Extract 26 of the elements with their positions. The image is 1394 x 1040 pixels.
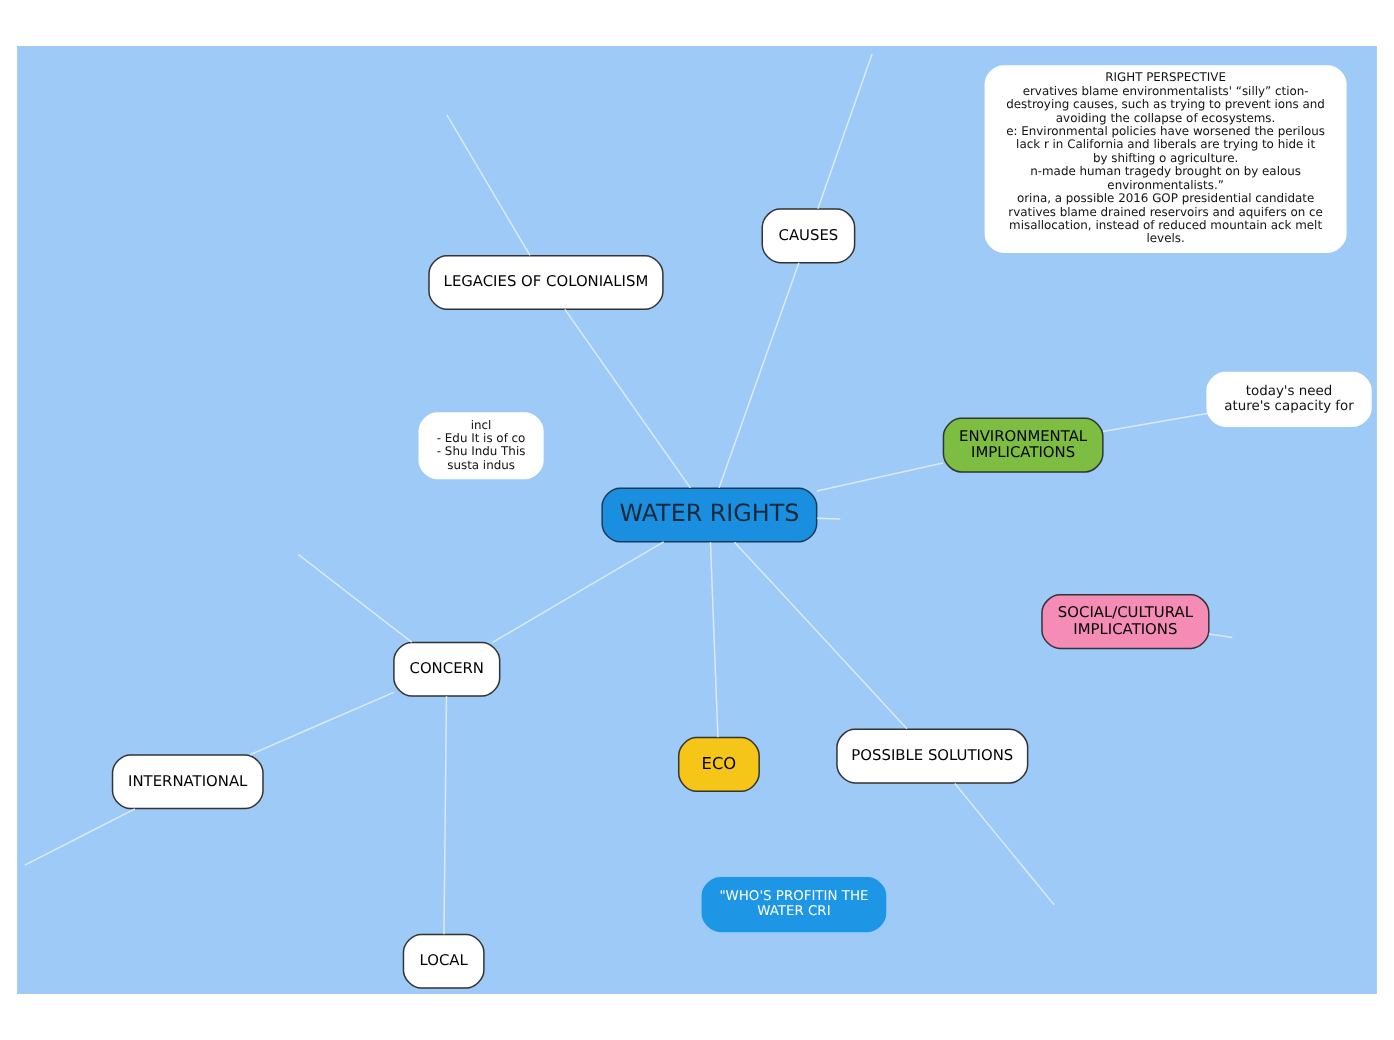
connector <box>817 53 873 210</box>
connector <box>1208 633 1234 639</box>
connector <box>733 541 908 730</box>
connector <box>816 462 944 492</box>
connector <box>954 782 1055 906</box>
node-box: INTERNATIONAL <box>111 754 264 810</box>
connector <box>564 308 692 489</box>
connector <box>491 541 665 644</box>
connector <box>297 553 413 643</box>
node-box: LEGACIES OF COLONIALISM <box>428 254 664 311</box>
connector <box>709 541 719 739</box>
node-box: POSSIBLE SOLUTIONS <box>836 728 1029 784</box>
node-box: LOCAL <box>402 933 485 989</box>
connector <box>446 114 531 257</box>
node-box: ECO <box>677 736 760 792</box>
connector <box>24 808 136 866</box>
node-box: ENVIRONMENTAL IMPLICATIONS <box>942 417 1104 473</box>
node-box: WATER RIGHTS <box>601 487 818 543</box>
connector <box>816 517 841 520</box>
connector <box>718 262 800 489</box>
node-box: CAUSES <box>761 208 856 264</box>
connector <box>443 695 448 936</box>
connector <box>249 691 395 756</box>
node-box: CONCERN <box>393 641 501 697</box>
node-box: SOCIAL/CULTURAL IMPLICATIONS <box>1041 594 1210 650</box>
connector <box>1102 412 1208 433</box>
